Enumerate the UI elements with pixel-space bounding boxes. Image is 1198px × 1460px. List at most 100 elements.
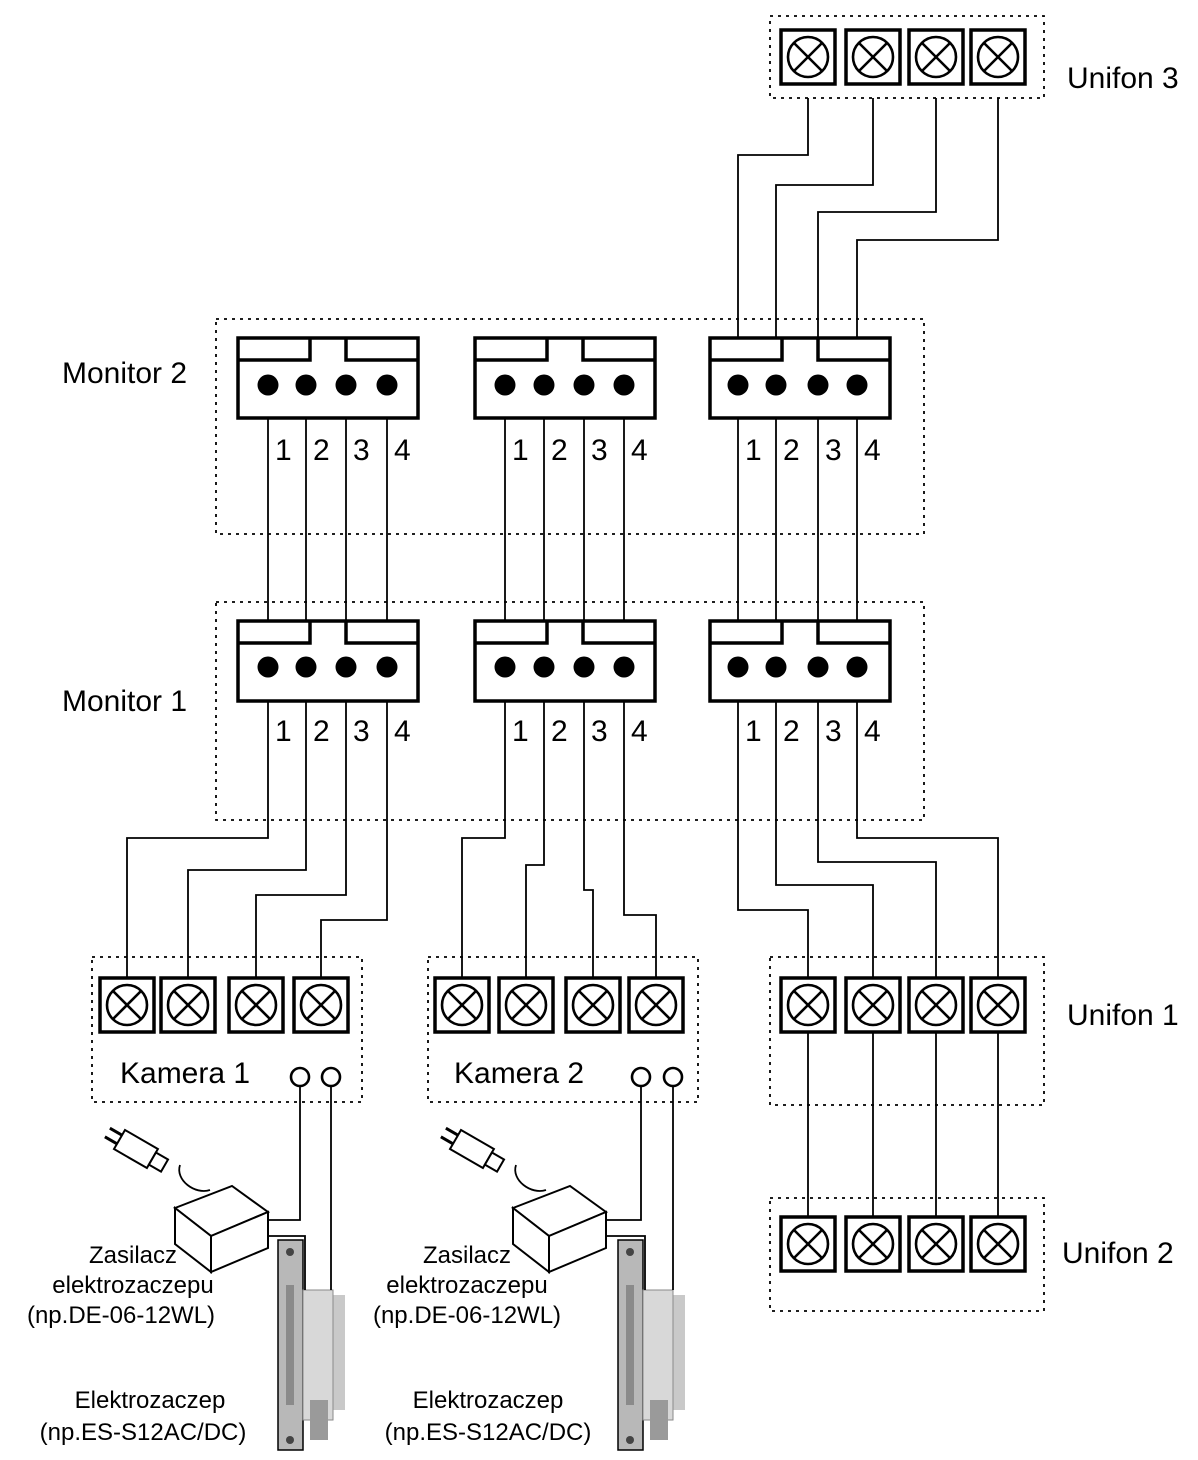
unifon2-terminal-cross [983, 1229, 1013, 1259]
pin-number: 4 [631, 434, 648, 467]
unifon3-terminal-cross [921, 42, 951, 72]
monitor1-connector [236, 619, 420, 703]
wire-segment [817, 667, 937, 1244]
pin-number: 4 [631, 715, 648, 748]
unifon2-terminal-cross [793, 1229, 823, 1259]
pin-number: 3 [353, 715, 370, 748]
terminal-cross-icon [969, 28, 1027, 86]
wire-segment [623, 667, 657, 978]
door-strike-caption-1b: (np.ES-S12AC/DC) [40, 1419, 247, 1446]
pin-number: 4 [864, 715, 881, 748]
connector-pin [257, 656, 279, 678]
unifon1-label: Unifon 1 [1067, 999, 1179, 1032]
connectors [236, 336, 892, 703]
door-strike-icon [277, 1239, 345, 1451]
terminal-cross-icon [907, 28, 965, 86]
pin-number: 3 [825, 715, 842, 748]
power-supply-caption-2c: (np.DE-06-12WL) [373, 1302, 561, 1329]
monitor1-connector [708, 619, 892, 703]
kamera2-label: Kamera 2 [454, 1057, 584, 1090]
connector-pin [807, 656, 829, 678]
unifon1-terminal-cross [793, 990, 823, 1020]
kamera1-terminal-cross [241, 990, 271, 1020]
kamera2-terminal-cross [511, 990, 541, 1020]
connector-pin [533, 374, 555, 396]
pin-number: 2 [313, 715, 330, 748]
kamera2-lock-wire-a [606, 1086, 642, 1221]
pin-number: 1 [275, 434, 292, 467]
connector-pin [494, 656, 516, 678]
kamera1-terminal-cross [112, 990, 142, 1020]
terminal-cross-icon [969, 1215, 1027, 1273]
pin-number: 3 [825, 434, 842, 467]
kamera1-label: Kamera 1 [120, 1057, 250, 1090]
unifon1-terminal-cross [983, 990, 1013, 1020]
terminal-cross-icon [779, 1215, 837, 1273]
door-strike-caption-2a: Elektrozaczep [413, 1387, 564, 1414]
terminal-cross-icon [98, 976, 156, 1034]
kamera2-lock-output-b [662, 1066, 684, 1088]
monitor1-label: Monitor 1 [62, 685, 187, 718]
unifon2-terminal-cross [858, 1229, 888, 1259]
terminal-cross-icon [969, 976, 1027, 1034]
pin-number: 4 [394, 715, 411, 748]
unifon1-terminal-cross [858, 990, 888, 1020]
unifon1-terminal-cross [921, 990, 951, 1020]
terminal-cross-icon [907, 1215, 965, 1273]
monitor2-enclosure [215, 318, 925, 535]
connector-pin [295, 374, 317, 396]
terminal-cross-icon [627, 976, 685, 1034]
kamera2-terminal-cross [447, 990, 477, 1020]
terminal-cross-icon [564, 976, 622, 1034]
wire-segment [856, 667, 999, 1244]
kamera2-supply-wire [606, 1235, 646, 1290]
pin-number: 2 [551, 715, 568, 748]
kamera1-lock-output-b [320, 1066, 342, 1088]
terminal-cross-icon [844, 28, 902, 86]
pin-number: 2 [783, 434, 800, 467]
unifon3-label: Unifon 3 [1067, 62, 1179, 95]
unifon3-terminal-cross [858, 42, 888, 72]
wire-segment [775, 667, 874, 1244]
power-supply-caption-1b: elektrozaczepu [52, 1272, 213, 1299]
unifon3-terminal-cross [793, 42, 823, 72]
wire-segment [525, 667, 545, 978]
kamera1-supply-wire [268, 1235, 306, 1290]
connector-pin [573, 374, 595, 396]
connector-pin [335, 374, 357, 396]
terminal-cross-icon [779, 976, 837, 1034]
connector-pin [573, 656, 595, 678]
connector-pin [727, 656, 749, 678]
terminal-cross-icon [433, 976, 491, 1034]
connector-latch [475, 621, 655, 645]
connector-pin [846, 656, 868, 678]
wire-segment [817, 98, 937, 340]
connector-pin [376, 374, 398, 396]
pin-number: 1 [745, 434, 762, 467]
wire-segment [775, 98, 874, 340]
kamera2-terminal-cross [641, 990, 671, 1020]
connector-pin [335, 656, 357, 678]
connector-pin [846, 374, 868, 396]
pin-number: 3 [591, 434, 608, 467]
monitor1-enclosure [215, 601, 925, 821]
door-strike-caption-1a: Elektrozaczep [75, 1387, 226, 1414]
pin-number: 1 [512, 434, 529, 467]
kamera1-lock-wire-a [268, 1086, 301, 1221]
connector-pin [613, 374, 635, 396]
pin-number: 3 [353, 434, 370, 467]
connector-pin [765, 374, 787, 396]
wire-segment [856, 98, 999, 340]
power-supply-caption-2b: elektrozaczepu [386, 1272, 547, 1299]
pin-number: 3 [591, 715, 608, 748]
wire-segment [320, 667, 388, 978]
connector-latch [475, 338, 655, 362]
connector-pin [257, 374, 279, 396]
monitor1-connector [473, 619, 657, 703]
pin-number: 1 [275, 715, 292, 748]
terminal-cross-icon [227, 976, 285, 1034]
connector-latch [710, 621, 890, 645]
door-strike-caption-2b: (np.ES-S12AC/DC) [385, 1419, 592, 1446]
